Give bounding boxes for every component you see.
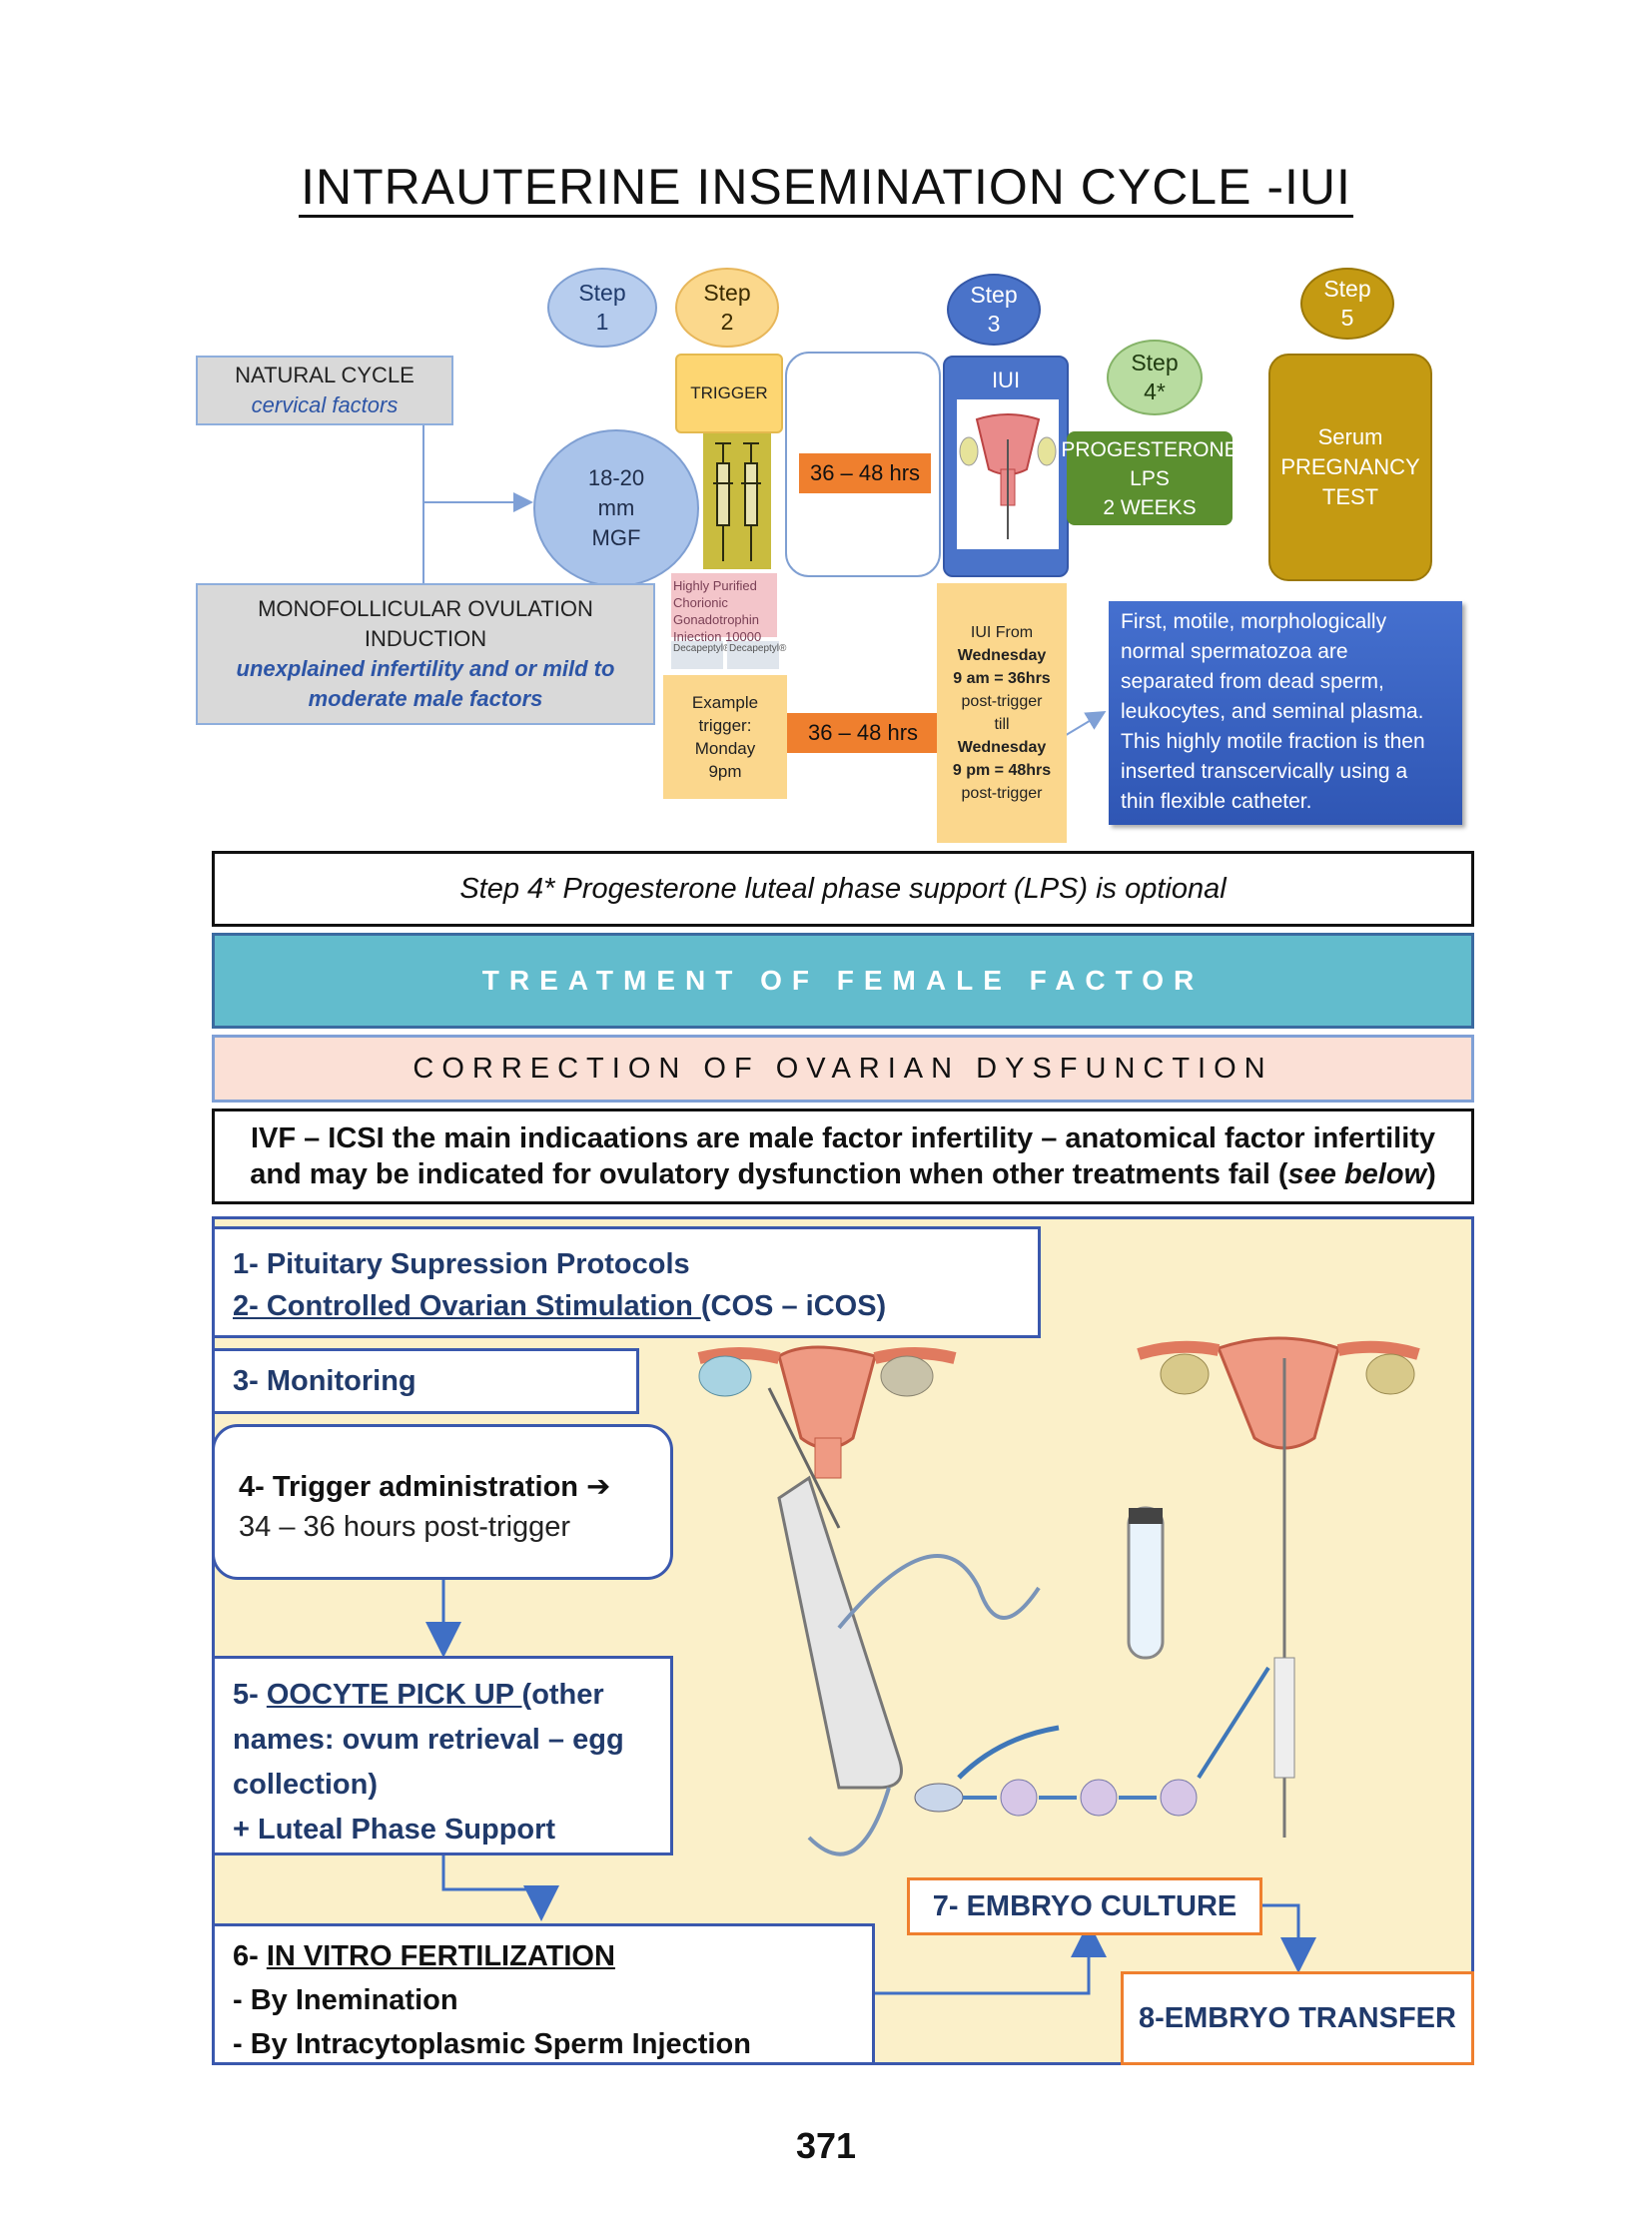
treatment-female-factor-banner: TREATMENT OF FEMALE FACTOR (212, 933, 1474, 1029)
trigger-box: TRIGGER (675, 354, 783, 433)
controlled-ovarian-stimulation-item: 2- Controlled Ovarian Stimulation (COS –… (233, 1290, 887, 1322)
hours-window-bottom: 36 – 48 hrs (787, 713, 939, 753)
decapeptyl-box-2: Decapeptyl® (727, 641, 786, 669)
in-vitro-fertilization-box: 6- IN VITRO FERTILIZATION - By Ineminati… (212, 1923, 875, 2065)
decapeptyl-box-1: Decapeptyl® (671, 641, 730, 669)
page-number: 371 (795, 2125, 857, 2166)
syringe-icon (713, 442, 761, 561)
hours-window-top-label: 36 – 48 hrs (799, 453, 931, 493)
uterus-image (957, 399, 1059, 549)
ivf-icsi-note: IVF – ICSI the main indicaations are mal… (212, 1109, 1474, 1204)
flow-connectors (422, 424, 1107, 738)
ivf-procedure-illustration (697, 1336, 1420, 1856)
correction-ovarian-dysfunction-banner: CORRECTION OF OVARIAN DYSFUNCTION (212, 1035, 1474, 1103)
iui-timing-box: IUI From Wednesday 9 am = 36hrs post-tri… (937, 583, 1067, 843)
trigger-administration-box: 4- Trigger administration ➔ 34 – 36 hour… (212, 1424, 673, 1580)
uterus-icon (959, 413, 1057, 539)
test-tube-icon (837, 1506, 1165, 1660)
oocyte-pick-up-box: 5- OOCYTE PICK UP (other names: ovum ret… (212, 1656, 673, 1855)
optional-lps-note: Step 4* Progesterone luteal phase suppor… (212, 851, 1474, 927)
monitoring-box: 3- Monitoring (212, 1348, 639, 1414)
uterus-right-icon (1137, 1336, 1420, 1838)
embryo-culture-box: 7- EMBRYO CULTURE (907, 1877, 1262, 1935)
natural-cycle-box: NATURAL CYCLE cervical factors (196, 356, 453, 425)
iui-box: IUI (943, 356, 1069, 577)
monofollicular-box: MONOFOLLICULAR OVULATION INDUCTION unexp… (196, 583, 655, 725)
syringes-image (703, 433, 771, 569)
ultrasound-probe-icon (767, 1387, 903, 1856)
pituitary-suppression-item: 1- Pituitary Supression Protocols (233, 1248, 690, 1280)
uterus-left-icon (697, 1345, 957, 1479)
steps-1-2-box: 1- Pituitary Supression Protocols 2- Con… (212, 1226, 1041, 1338)
embryo-culture-sequence-icon (914, 1666, 1270, 1817)
embryo-transfer-box: 8-EMBRYO TRANSFER (1121, 1971, 1474, 2065)
page-title: INTRAUTERINE INSEMINATION CYCLE -IUI (0, 158, 1652, 218)
